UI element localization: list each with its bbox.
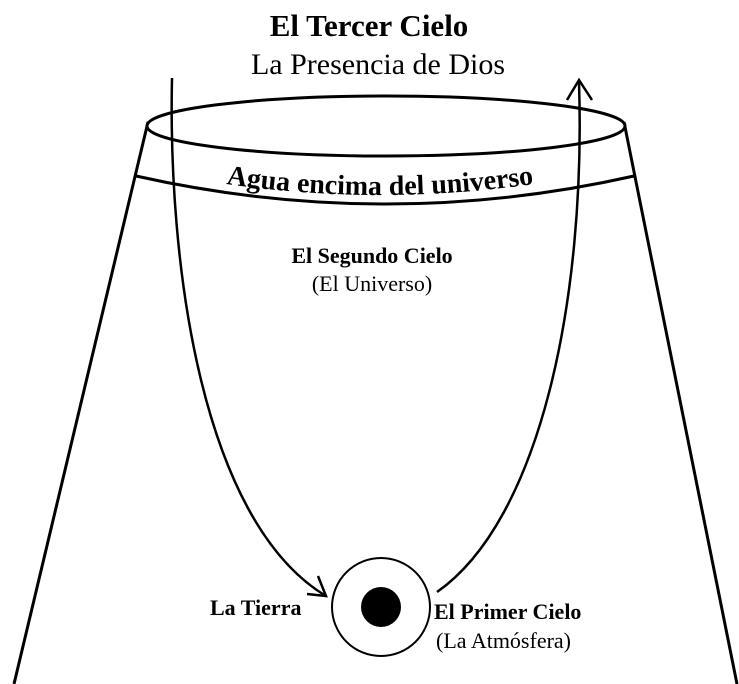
cone-left-edge: [12, 121, 150, 684]
descending-arrowhead: [306, 575, 328, 598]
earth-label: La Tierra: [210, 595, 302, 620]
earth-circle: [361, 587, 401, 627]
ascending-arrow-path: [436, 81, 581, 594]
cone-right-edge: [622, 121, 739, 684]
top-rim-ellipse: [145, 94, 627, 158]
second-heaven-subtitle: (El Universo): [311, 271, 433, 296]
descending-arrow-path: [170, 77, 327, 598]
first-heaven-subtitle: (La Atmósfera): [436, 628, 571, 653]
water-band-lower-edge: [135, 174, 635, 206]
third-heaven-title: El Tercer Cielo: [269, 8, 469, 43]
third-heaven-subtitle: La Presencia de Dios: [250, 48, 506, 81]
ascending-arrowhead: [565, 77, 594, 101]
second-heaven-title: El Segundo Cielo: [291, 243, 453, 268]
water-band-label: Agua encima del universo: [225, 160, 535, 202]
first-heaven-title: El Primer Cielo: [434, 599, 582, 624]
